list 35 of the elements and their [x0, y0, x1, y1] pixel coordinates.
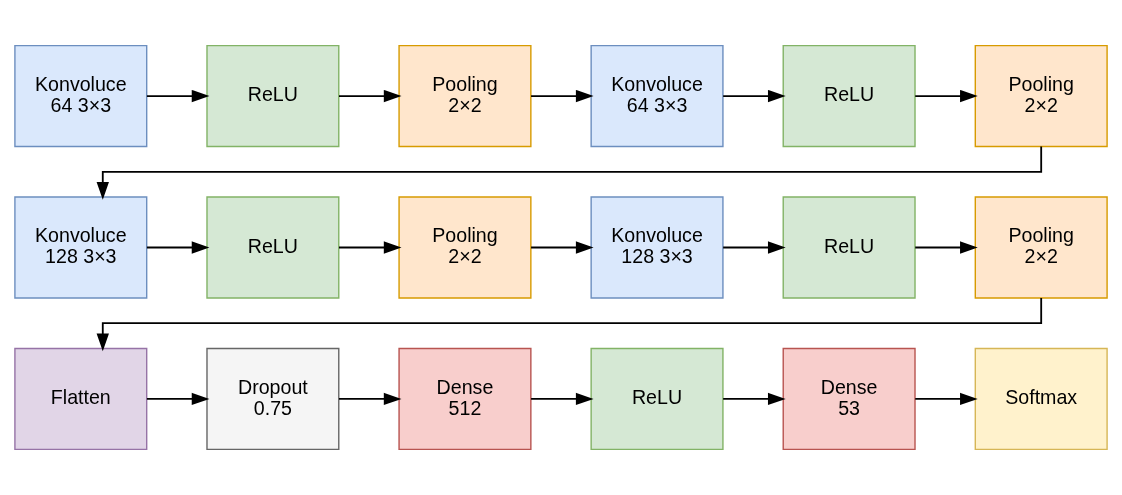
arrow — [146, 392, 210, 406]
node-box: Konvoluce 128 3×3 — [590, 196, 724, 299]
arrow — [914, 241, 978, 254]
node-box: Pooling 2×2 — [974, 44, 1108, 148]
node-box: Pooling 2×2 — [974, 196, 1108, 299]
node-box: Softmax — [974, 347, 1108, 451]
node-box: ReLU — [782, 44, 916, 148]
arrow — [146, 89, 210, 103]
node-box: ReLU — [206, 196, 340, 299]
node-box: ReLU — [782, 196, 916, 299]
node-box: Pooling 2×2 — [398, 44, 532, 148]
node-box: Dense 512 — [398, 347, 532, 451]
arrow — [914, 392, 978, 406]
arrow — [338, 392, 402, 406]
arrow — [338, 89, 402, 103]
node-box: Dense 53 — [782, 347, 916, 451]
arrow — [338, 241, 402, 254]
node-box: ReLU — [206, 44, 340, 148]
node-box: Konvoluce 64 3×3 — [14, 44, 148, 148]
node-box: Dropout 0.75 — [206, 347, 340, 451]
arrow — [530, 241, 594, 254]
arrow — [914, 89, 978, 103]
arrow — [722, 241, 786, 254]
node-box: Flatten — [14, 347, 148, 451]
arrow — [722, 392, 786, 406]
node-box: Pooling 2×2 — [398, 196, 532, 299]
arrow — [96, 145, 1043, 200]
arrow — [96, 297, 1043, 352]
node-box: ReLU — [590, 347, 724, 451]
arrow — [722, 89, 786, 103]
node-box: Konvoluce 64 3×3 — [590, 44, 724, 148]
arrow — [530, 392, 594, 406]
arrow — [146, 241, 210, 254]
arrow — [530, 89, 594, 103]
node-box: Konvoluce 128 3×3 — [14, 196, 148, 299]
